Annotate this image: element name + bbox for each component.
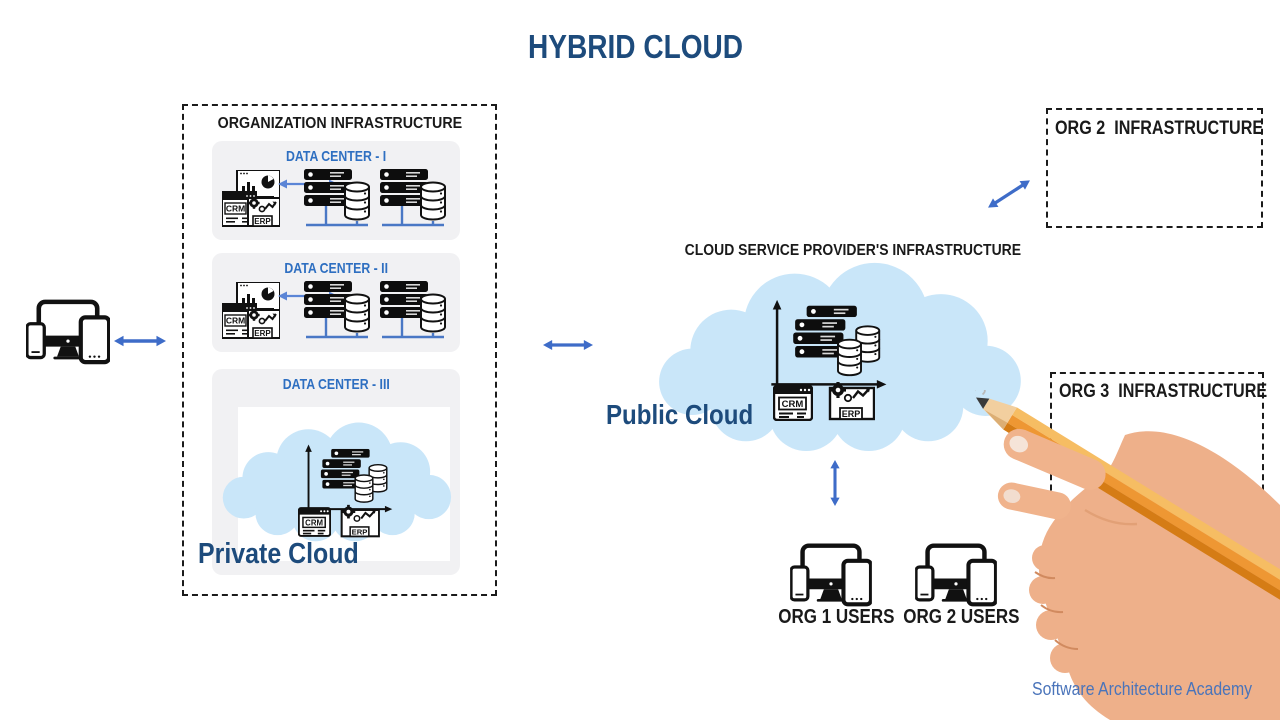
watermark-text: Software Architecture Academy — [1032, 679, 1253, 699]
hand-shape — [1029, 431, 1280, 720]
org-to-cloud-arrow-icon — [543, 335, 593, 355]
cloud-to-users-arrow-icon — [826, 460, 844, 506]
cloud-servers-icon — [762, 298, 890, 392]
devices-to-org-arrow-icon — [114, 331, 166, 351]
organization-infrastructure-box: ORGANIZATION INFRASTRUCTURE DATA CENTER … — [182, 104, 497, 596]
server-database-group-icon — [380, 281, 447, 341]
org3-infrastructure-label: ORG 3 INFRASTRUCTURE — [1059, 381, 1268, 402]
org2-infrastructure-box: ORG 2 INFRASTRUCTURE — [1046, 108, 1263, 228]
apps-crm-erp-icon — [222, 170, 280, 230]
data-center-3-card: DATA CENTER - III — [212, 369, 460, 575]
thumbnail — [1003, 489, 1021, 503]
server-database-group-icon — [304, 169, 371, 229]
data-center-2-title: DATA CENTER - II — [284, 260, 388, 277]
org2-infrastructure-label: ORG 2 INFRASTRUCTURE — [1055, 118, 1264, 139]
data-center-2-card: DATA CENTER - II — [212, 253, 460, 352]
crm-app-icon — [773, 385, 813, 421]
organization-infrastructure-heading: ORGANIZATION INFRASTRUCTURE — [217, 115, 462, 132]
fingernail — [1009, 435, 1029, 453]
provider-heading: CLOUD SERVICE PROVIDER'S INFRASTRUCTURE — [684, 242, 1022, 259]
org2-users-label: ORG 2 USERS — [903, 606, 1020, 628]
data-center-1-title: DATA CENTER - I — [285, 148, 387, 165]
public-cloud-label: Public Cloud — [606, 399, 754, 430]
index-finger-shape — [1003, 428, 1106, 490]
thumb-shape — [997, 482, 1071, 520]
cloud-to-org2-arrow-icon — [983, 173, 1035, 215]
server-database-group-icon — [380, 169, 447, 229]
data-center-1-card: DATA CENTER - I — [212, 141, 460, 240]
page-title-text: HYBRID CLOUD — [528, 28, 744, 65]
erp-app-icon — [339, 504, 380, 538]
private-cloud-label: Private Cloud — [198, 538, 359, 570]
page-title: HYBRID CLOUD — [528, 28, 748, 66]
server-database-group-icon — [304, 281, 371, 341]
crm-app-icon — [298, 507, 331, 537]
erp-app-icon — [827, 381, 875, 421]
apps-crm-erp-icon — [222, 282, 280, 342]
hand-with-pencil-image — [975, 390, 1280, 720]
org1-users-devices-icon — [788, 543, 874, 607]
client-devices-icon — [26, 299, 110, 365]
data-center-3-title: DATA CENTER - III — [282, 376, 390, 393]
org1-users-label: ORG 1 USERS — [778, 606, 895, 628]
